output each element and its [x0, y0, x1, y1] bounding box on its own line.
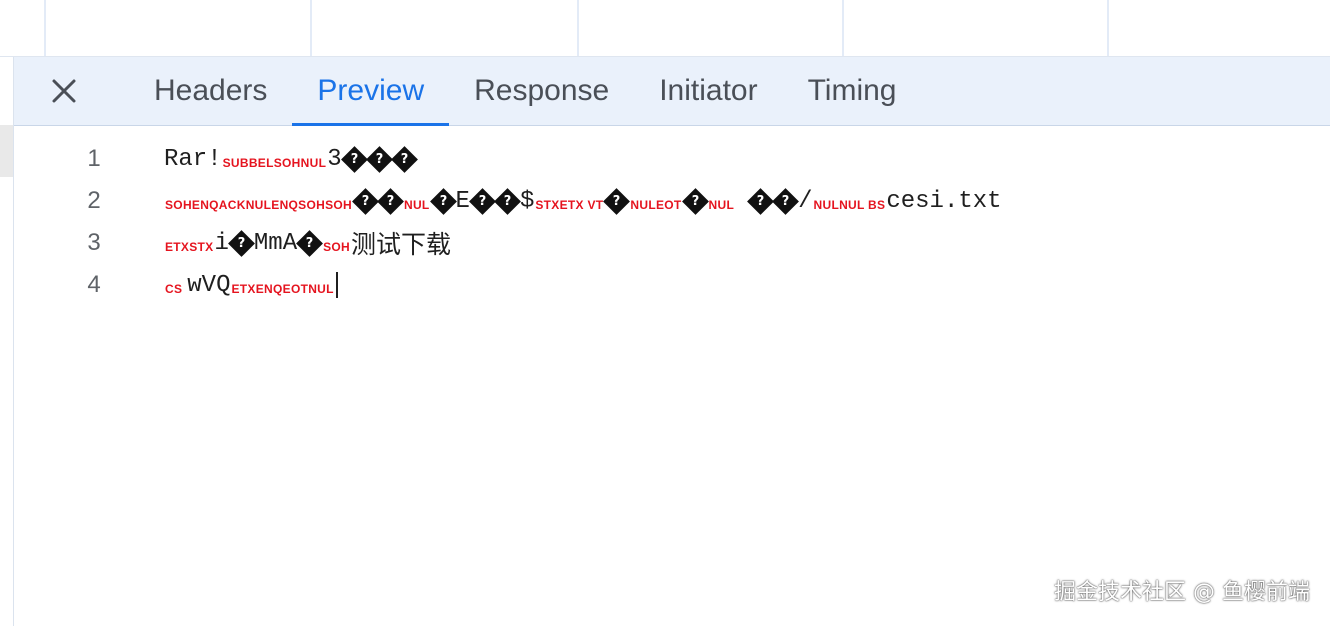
- left-rail: [0, 57, 14, 626]
- replacement-char-icon: ?: [352, 187, 379, 215]
- replacement-mark: ?: [400, 151, 408, 167]
- code-text: i: [214, 229, 229, 257]
- control-chars: SOH: [323, 240, 351, 254]
- line-number: 3: [87, 229, 101, 256]
- tab-timing[interactable]: Timing: [807, 74, 897, 107]
- rail-selection: [0, 125, 13, 177]
- file-name: cesi.txt: [886, 187, 1002, 215]
- control-chars: NULEOT: [630, 198, 682, 212]
- text-caret: [335, 272, 338, 298]
- line-number: 2: [87, 187, 101, 214]
- replacement-mark: ?: [478, 193, 487, 209]
- control-chars: NUL: [708, 198, 735, 212]
- column-divider: [1107, 0, 1109, 56]
- replacement-mark: ?: [613, 193, 621, 209]
- control-chars: CS: [165, 282, 183, 296]
- replacement-mark: ?: [503, 193, 512, 209]
- replacement-mark: ?: [781, 193, 790, 209]
- line-content: ETXSTX i ? MmA ? SOH 测试下载: [164, 225, 451, 261]
- replacement-char-icon: ?: [747, 187, 775, 215]
- code-text: Rar!: [164, 145, 222, 173]
- column-divider: [842, 0, 844, 56]
- replacement-char-icon: ?: [681, 187, 709, 215]
- replacement-char-icon: ?: [390, 145, 418, 173]
- control-chars: ETXENQEOTNUL: [231, 282, 334, 296]
- replacement-mark: ?: [386, 193, 395, 209]
- code-text: wVQ: [187, 271, 231, 299]
- control-chars: NULNUL BS: [813, 198, 886, 212]
- line-number: 1: [87, 145, 101, 172]
- request-table-strip: [0, 0, 1330, 57]
- replacement-char-icon: ?: [227, 229, 255, 257]
- control-chars: STXETX VT: [535, 198, 604, 212]
- replacement-char-icon: ?: [603, 187, 631, 215]
- control-chars: SOHENQACKNULENQSOHSOH: [165, 198, 352, 212]
- code-text: $: [519, 187, 535, 215]
- preview-code-view[interactable]: 1 Rar! SUBBELSOHNUL 3 ? ? ? 2 SOHENQACKN…: [14, 126, 1330, 626]
- replacement-char-icon: ?: [429, 187, 457, 215]
- replacement-mark: ?: [237, 235, 246, 251]
- replacement-mark: ?: [361, 193, 370, 209]
- replacement-mark: ?: [375, 151, 383, 167]
- code-text: MmA: [253, 229, 298, 257]
- tab-preview[interactable]: Preview: [292, 57, 449, 126]
- column-divider: [310, 0, 312, 56]
- line-number: 4: [87, 271, 101, 298]
- chinese-text: 测试下载: [351, 230, 452, 259]
- line-content: CS wVQ ETXENQEOTNUL: [164, 272, 338, 299]
- replacement-mark: ?: [439, 193, 447, 209]
- replacement-mark: ?: [305, 235, 314, 251]
- control-chars: NUL: [403, 198, 430, 212]
- replacement-mark: ?: [691, 193, 699, 209]
- code-text: 3: [327, 145, 342, 173]
- replacement-char-icon: ?: [340, 145, 368, 173]
- replacement-mark: ?: [756, 193, 765, 209]
- line-content: SOHENQACKNULENQSOHSOH ? ? NUL ? E ? ? $ …: [164, 188, 1002, 215]
- tab-headers[interactable]: Headers: [154, 74, 268, 107]
- replacement-char-icon: ?: [365, 145, 393, 173]
- replacement-char-icon: ?: [772, 187, 800, 215]
- watermark: 掘金技术社区 @ 鱼樱前端: [1054, 580, 1310, 605]
- close-button[interactable]: [45, 72, 83, 110]
- control-chars: SUBBELSOHNUL: [222, 156, 327, 170]
- column-divider: [577, 0, 579, 56]
- replacement-mark: ?: [350, 151, 358, 167]
- column-divider: [44, 0, 46, 56]
- replacement-char-icon: ?: [296, 229, 324, 257]
- replacement-char-icon: ?: [469, 187, 496, 215]
- line-content: Rar! SUBBELSOHNUL 3 ? ? ?: [164, 145, 418, 173]
- tab-initiator[interactable]: Initiator: [659, 74, 758, 107]
- tab-response[interactable]: Response: [474, 74, 610, 107]
- code-text: /: [798, 187, 813, 215]
- replacement-char-icon: ?: [377, 187, 404, 215]
- control-chars: ETXSTX: [165, 240, 214, 254]
- replacement-char-icon: ?: [494, 187, 521, 215]
- code-text: E: [455, 187, 470, 215]
- detail-tabbar: Headers Preview Response Initiator Timin…: [14, 57, 1330, 126]
- close-icon: [52, 79, 76, 103]
